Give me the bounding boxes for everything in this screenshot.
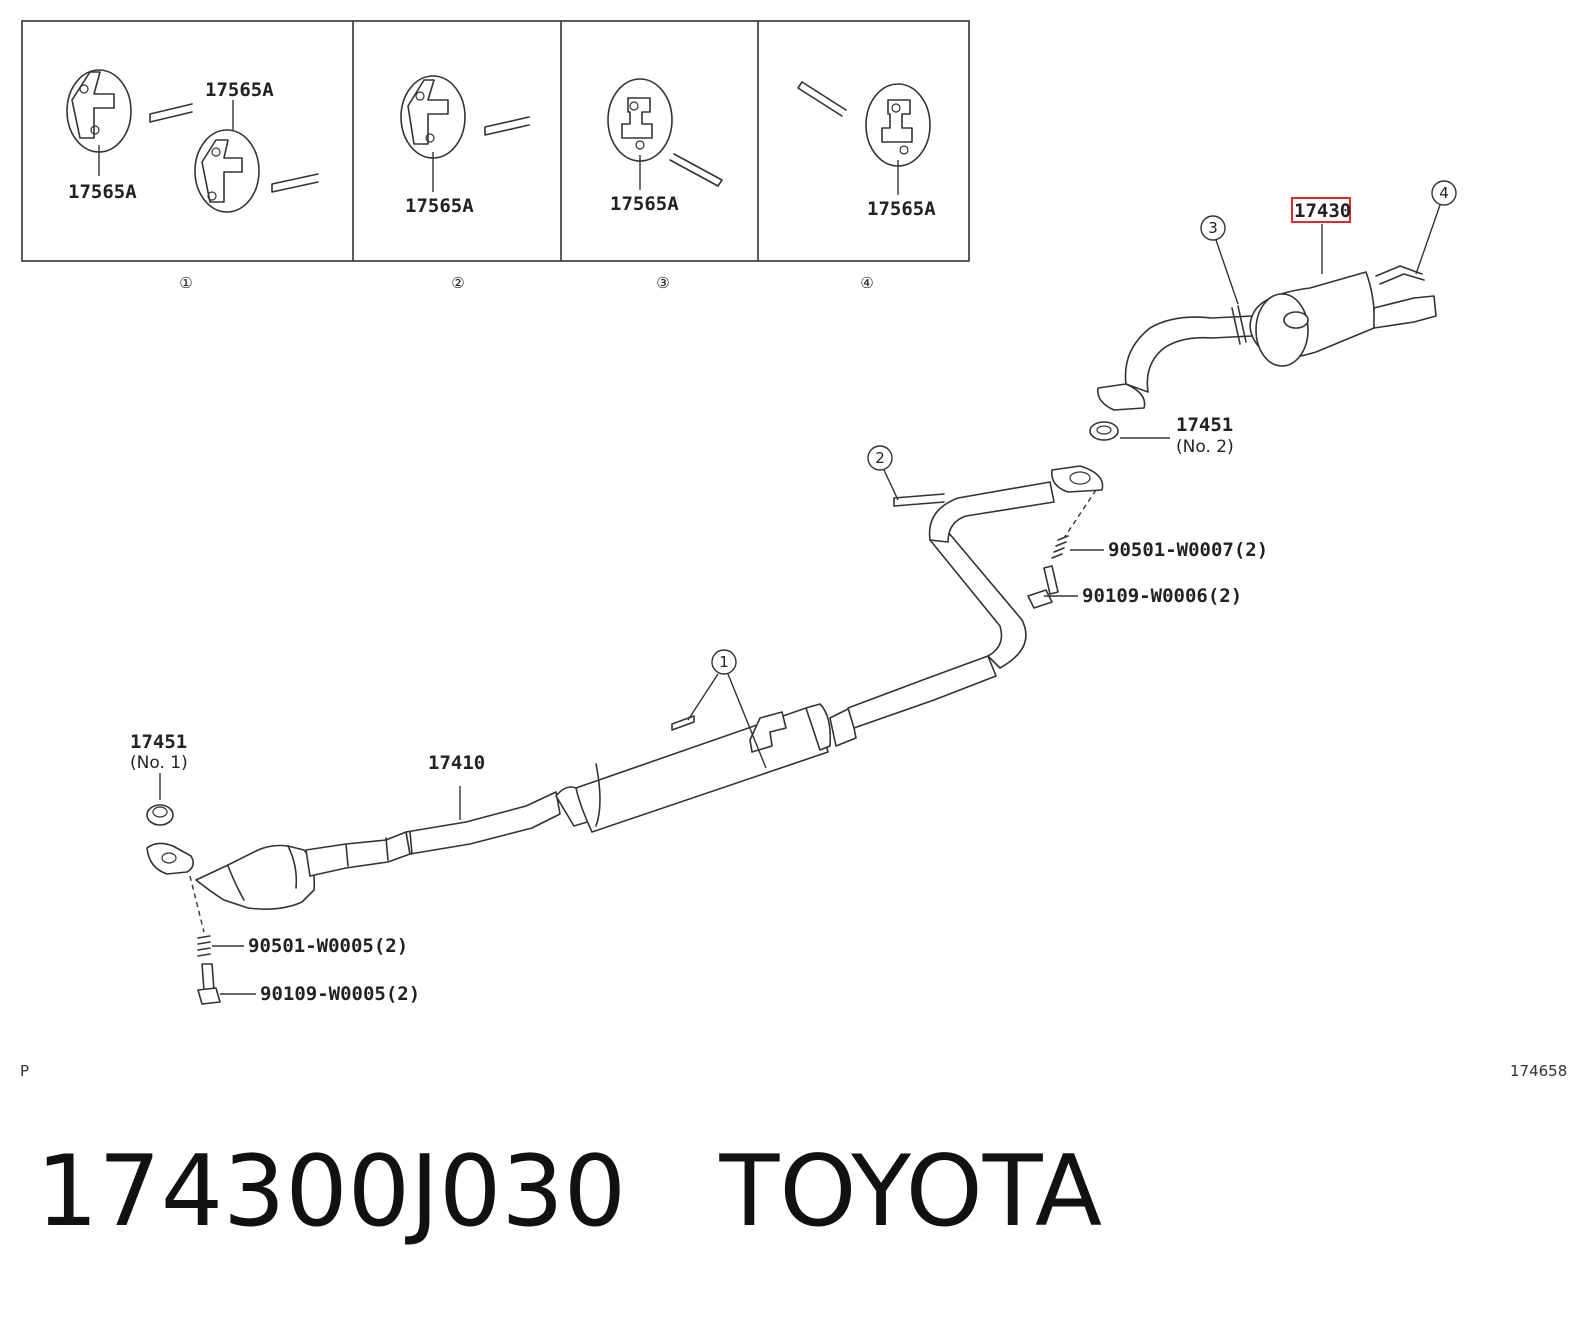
label-17565A-p2[interactable]: 17565A [405,195,474,217]
hanger-rod-center [893,493,945,507]
front-bolt[interactable] [197,963,221,1005]
hanger-rod-3 [669,153,723,187]
hanger-rubber-2[interactable] [400,75,466,159]
callout-3[interactable]: 3 [1200,215,1239,305]
hanger-rubber-1a[interactable] [66,69,132,153]
label-spring-rear[interactable]: 90501-W0007(2) [1108,539,1268,561]
rear-spring[interactable] [1051,535,1069,559]
footer-left-mark: P [20,1062,29,1080]
part-title: 174300J030 TOYOTA [36,1135,1103,1249]
center-pipe-rear-flange[interactable] [1051,465,1104,493]
hanger-rod-1b [271,173,319,193]
front-pipe-catalytic-converter[interactable] [146,831,411,910]
svg-text:3: 3 [1208,219,1218,237]
label-gasket-front[interactable]: 17451 [130,731,187,753]
label-tail-pipe[interactable]: 17430 [1294,200,1351,222]
hanger-rubber-3[interactable] [607,78,673,162]
panel-number-4: ④ [860,274,873,292]
label-17565A-p1b[interactable]: 17565A [68,181,137,203]
label-center-pipe[interactable]: 17410 [428,752,485,774]
panel-3: 17565A ③ [607,78,723,292]
callout-1[interactable]: 1 [687,649,767,769]
hanger-rod-4 [797,81,847,117]
label-bolt-rear[interactable]: 90109-W0006(2) [1082,585,1242,607]
gasket-front[interactable] [146,804,174,826]
callout-2[interactable]: 2 [867,445,899,501]
highlight-box [1291,197,1351,223]
svg-text:2: 2 [875,449,885,467]
svg-text:1: 1 [719,653,729,671]
hanger-rubber-4[interactable] [865,83,931,167]
label-gasket-rear[interactable]: 17451 [1176,414,1233,436]
hanger-rod-1a [149,103,193,123]
label-gasket-front-note: (No. 1) [130,753,188,773]
hanger-rubber-1b[interactable] [194,129,260,213]
panel-number-3: ③ [656,274,669,292]
center-pipe-muffler[interactable] [405,481,1055,855]
label-spring-front[interactable]: 90501-W0005(2) [248,935,408,957]
svg-text:4: 4 [1439,184,1449,202]
label-17565A-p4[interactable]: 17565A [867,198,936,220]
panel-number-2: ② [451,274,464,292]
panel-1: 17565A 17565A ① [66,69,319,292]
hanger-rod-2 [484,116,530,136]
front-spring[interactable] [197,935,211,957]
panel-number-1: ① [179,274,192,292]
panel-4: 17565A ④ [797,81,936,292]
panel-2: 17565A ② [400,75,530,292]
hanger-panels-frame [21,20,970,262]
tail-pipe-muffler[interactable] [1097,265,1437,411]
label-17565A-p3[interactable]: 17565A [610,193,679,215]
label-bolt-front[interactable]: 90109-W0005(2) [260,983,420,1005]
label-gasket-rear-note: (No. 2) [1176,437,1234,457]
rear-bolt[interactable] [1027,565,1059,609]
callout-4[interactable]: 4 [1415,180,1457,275]
label-17565A-p1a[interactable]: 17565A [205,79,274,101]
gasket-rear[interactable] [1089,421,1119,441]
diagram-code: 174658 [1510,1062,1567,1080]
